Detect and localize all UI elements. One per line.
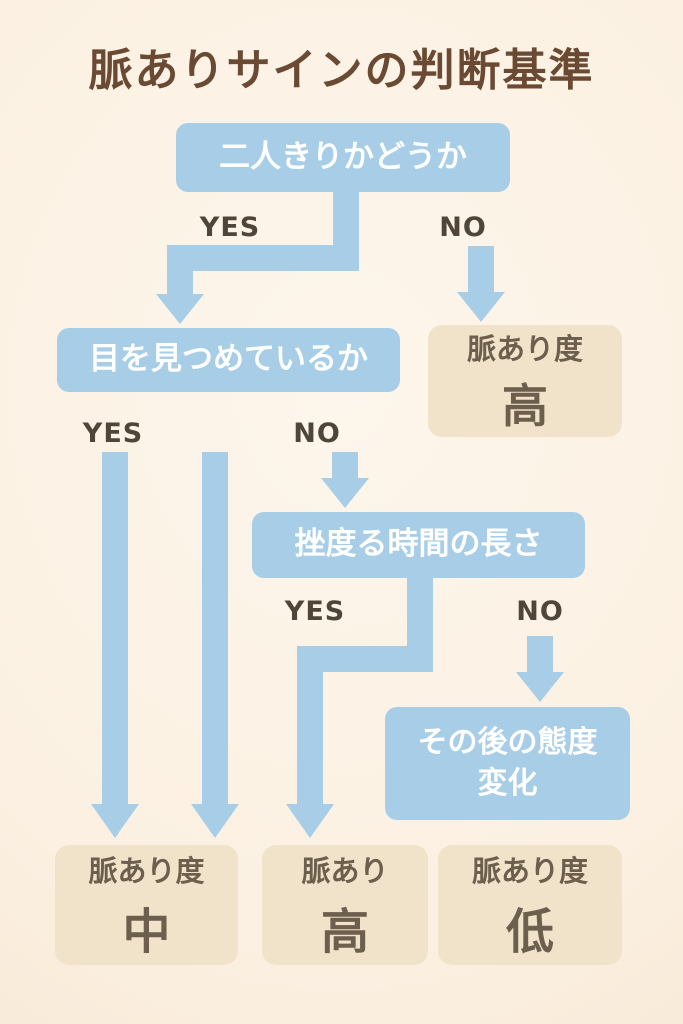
- result-bottom-middle-caption: 脈あり: [301, 854, 389, 888]
- result-bottom-left-value: 中: [122, 904, 171, 960]
- label-q3-no: NO: [516, 596, 564, 627]
- node-question-attitude-change-line2: 変化: [477, 765, 538, 801]
- result-bottom-left-caption: 脈あり度: [88, 854, 205, 888]
- result-bottom-right-low: 脈あり度 低: [438, 845, 622, 965]
- node-question-time-length: 挫度る時間の長さ: [252, 512, 585, 578]
- arrow-q2-yes-secondary: [191, 452, 239, 838]
- result-bottom-right-caption: 脈あり度: [471, 854, 588, 888]
- node-question-time-length-label: 挫度る時間の長さ: [294, 526, 543, 563]
- label-q1-no: NO: [439, 212, 487, 243]
- node-question-attitude-change-line1: その後の態度: [417, 725, 598, 760]
- arrow-q3-no: [516, 636, 564, 702]
- node-question-alone-together: 二人きりかどうか: [176, 123, 510, 192]
- node-question-alone-together-label: 二人きりかどうか: [219, 138, 467, 175]
- result-top-right-value: 高: [502, 379, 548, 433]
- result-bottom-middle-high: 脈あり 高: [262, 845, 428, 965]
- label-q1-yes: YES: [199, 212, 261, 243]
- arrow-q1-no: [457, 246, 505, 322]
- label-q2-no: NO: [293, 418, 341, 449]
- result-bottom-left-medium: 脈あり度 中: [55, 845, 238, 965]
- arrow-q2-no: [321, 452, 369, 508]
- arrow-q2-yes: [91, 452, 139, 838]
- node-question-eye-contact: 目を見つめているか: [57, 328, 400, 392]
- result-top-right-caption: 脈あり度: [466, 332, 583, 366]
- result-bottom-middle-value: 高: [320, 904, 369, 960]
- page-title: 脈ありサインの判断基準: [88, 45, 595, 96]
- result-top-right-high: 脈あり度 高: [428, 325, 622, 437]
- arrow-q1-yes: [156, 190, 359, 324]
- node-question-attitude-change: その後の態度 変化: [385, 707, 630, 820]
- node-question-eye-contact-label: 目を見つめているか: [89, 341, 368, 378]
- arrow-q3-yes: [286, 578, 433, 838]
- label-q2-yes: YES: [82, 418, 144, 449]
- label-q3-yes: YES: [284, 596, 346, 627]
- result-bottom-right-value: 低: [505, 904, 554, 960]
